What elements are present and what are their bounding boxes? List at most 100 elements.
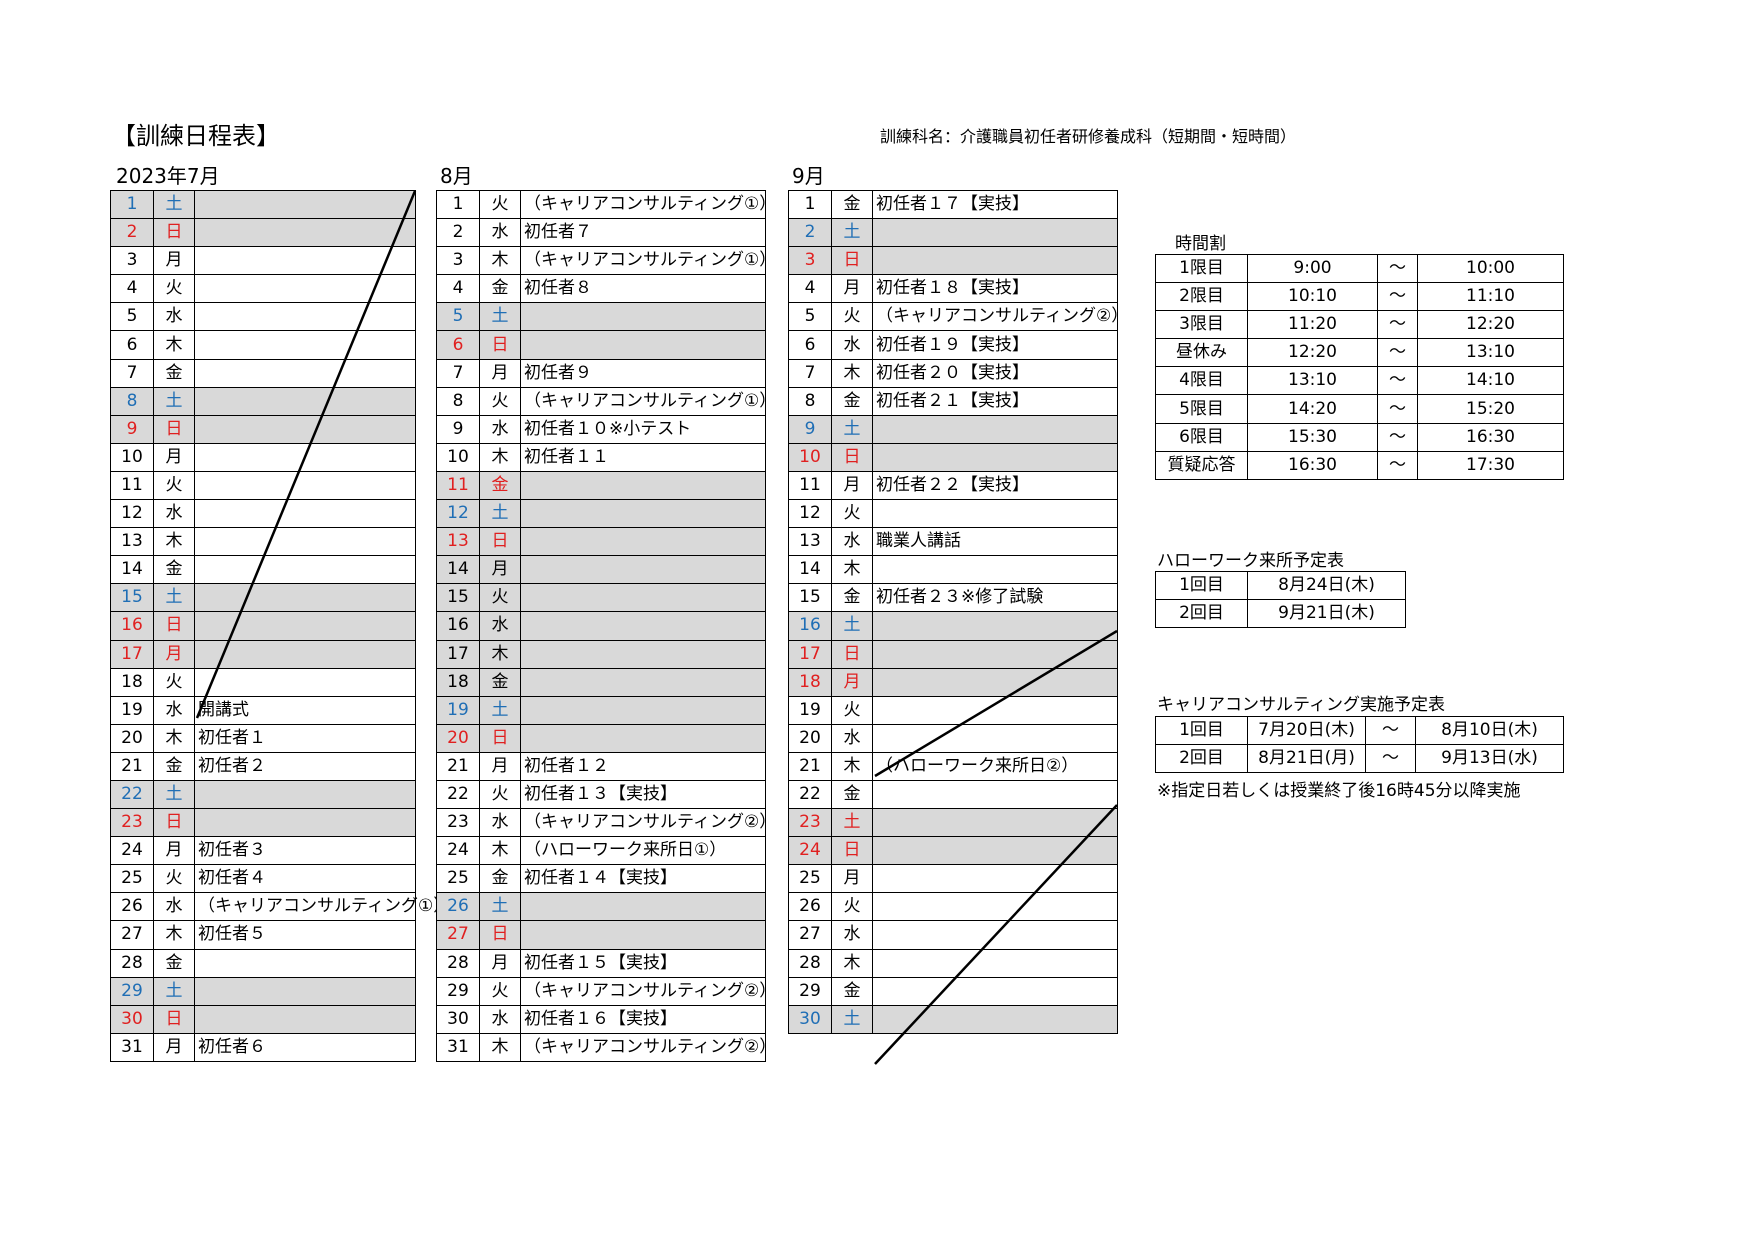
schedule-content: 初任者１５【実技】 — [520, 948, 766, 978]
day-number: 1 — [110, 189, 154, 220]
weekday: 金 — [831, 189, 873, 220]
range-tilde: ～ — [1377, 366, 1418, 396]
range-tilde: ～ — [1365, 715, 1416, 746]
schedule-content — [194, 246, 416, 276]
schedule-content — [194, 611, 416, 641]
day-number: 10 — [110, 442, 154, 472]
day-number: 26 — [436, 892, 480, 922]
start-time: 11:20 — [1247, 310, 1378, 340]
weekday: 土 — [153, 779, 195, 810]
schedule-content — [520, 330, 766, 360]
range-tilde: ～ — [1377, 310, 1418, 340]
weekday: 日 — [479, 723, 521, 753]
weekday: 木 — [153, 330, 195, 360]
range-tilde: ～ — [1377, 338, 1418, 368]
weekday: 水 — [479, 808, 521, 838]
schedule-content: 初任者８ — [520, 274, 766, 304]
schedule-content — [872, 864, 1118, 894]
schedule-content — [194, 302, 416, 332]
day-number: 31 — [110, 1032, 154, 1062]
schedule-content: （キャリアコンサルティング①） — [520, 189, 776, 220]
day-number: 1 — [788, 189, 832, 220]
schedule-content — [520, 639, 766, 669]
day-number: 17 — [436, 639, 480, 669]
schedule-content: （キャリアコンサルティング①） — [520, 246, 776, 276]
weekday: 日 — [153, 414, 195, 444]
day-number: 20 — [788, 723, 832, 753]
weekday: 土 — [153, 189, 195, 220]
schedule-content — [872, 639, 1118, 669]
weekday: 金 — [831, 779, 873, 810]
day-number: 2 — [788, 218, 832, 248]
schedule-content — [872, 723, 1118, 753]
day-number: 9 — [436, 414, 480, 444]
weekday: 木 — [479, 1032, 521, 1062]
day-number: 22 — [436, 779, 480, 810]
weekday: 月 — [153, 442, 195, 472]
schedule-content — [194, 527, 416, 557]
day-number: 15 — [436, 583, 480, 613]
weekday: 水 — [831, 920, 873, 950]
weekday: 火 — [153, 667, 195, 697]
day-number: 24 — [436, 836, 480, 866]
schedule-content — [194, 330, 416, 360]
weekday: 日 — [831, 639, 873, 669]
to-date: 8月10日(木) — [1415, 715, 1564, 746]
weekday: 火 — [479, 779, 521, 810]
weekday: 水 — [831, 330, 873, 360]
schedule-content — [872, 555, 1118, 585]
weekday: 木 — [479, 836, 521, 866]
visit-date: 9月21日(木) — [1247, 599, 1406, 629]
day-number: 18 — [788, 667, 832, 697]
schedule-content — [520, 302, 766, 332]
day-number: 21 — [110, 751, 154, 781]
day-number: 21 — [788, 751, 832, 781]
start-time: 10:10 — [1247, 282, 1378, 312]
weekday: 金 — [479, 274, 521, 304]
day-number: 28 — [436, 948, 480, 978]
range-tilde: ～ — [1377, 450, 1418, 480]
month-label-september: 9月 — [792, 164, 825, 188]
weekday: 金 — [153, 948, 195, 978]
schedule-content — [872, 808, 1118, 838]
day-number: 9 — [788, 414, 832, 444]
schedule-content — [194, 976, 416, 1006]
schedule-content — [872, 1004, 1118, 1034]
day-number: 8 — [436, 386, 480, 416]
range-tilde: ～ — [1377, 282, 1418, 312]
day-number: 28 — [110, 948, 154, 978]
end-time: 12:20 — [1417, 310, 1564, 340]
schedule-content: 初任者９ — [520, 358, 766, 388]
day-number: 10 — [788, 442, 832, 472]
day-number: 22 — [788, 779, 832, 810]
weekday: 火 — [153, 274, 195, 304]
day-number: 15 — [110, 583, 154, 613]
schedule-content — [520, 667, 766, 697]
day-number: 7 — [788, 358, 832, 388]
schedule-content: （ハローワーク来所日①） — [520, 836, 766, 866]
day-number: 11 — [436, 470, 480, 501]
day-number: 11 — [110, 470, 154, 501]
day-number: 30 — [436, 1004, 480, 1034]
schedule-content — [520, 527, 766, 557]
schedule-content — [194, 808, 416, 838]
